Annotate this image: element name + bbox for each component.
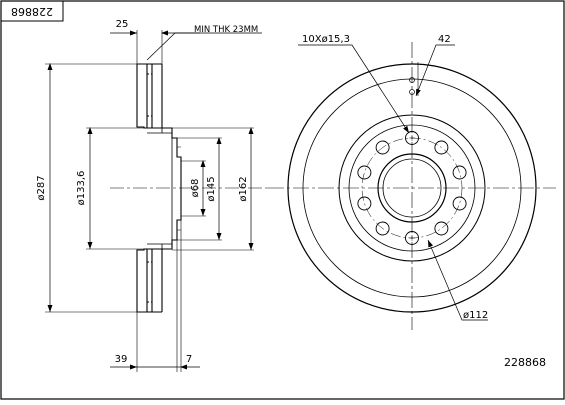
- bolt-hole: [375, 140, 390, 155]
- side-section-view: [45, 30, 270, 372]
- outer-friction-plate-top: [136, 63, 148, 129]
- dim-diameter-68: ø68: [190, 179, 201, 198]
- bolt-hole: [434, 140, 449, 155]
- friction-ring-inner: [302, 78, 522, 298]
- center-bore-outer: [377, 153, 447, 223]
- side-dimension-labels: 25 MIN THK 23MM ø287 ø133,6 ø68 ø145 ø16…: [36, 19, 258, 365]
- marker-hole-top-1: [409, 77, 415, 83]
- front-view: [268, 42, 556, 330]
- bolt-hole: [452, 165, 467, 180]
- part-number: 228868: [504, 356, 546, 369]
- dim-diameter-145: ø145: [206, 176, 217, 201]
- side-dimensions: [47, 30, 262, 370]
- bolt-hole: [452, 196, 467, 211]
- front-dimensions: [298, 44, 488, 321]
- bolt-hole: [405, 231, 419, 245]
- dim-diameter-287: ø287: [36, 175, 47, 200]
- part-number-box-rotated: 228868: [0, 0, 64, 22]
- outer-friction-plate-bottom: [136, 248, 148, 313]
- dim-width-25: 25: [116, 19, 129, 30]
- front-dimension-labels: 10Xø15,3 42 ø112: [302, 34, 488, 321]
- bolt-hole: [405, 131, 419, 145]
- bolt-hole: [375, 221, 390, 236]
- center-bore-inner: [382, 158, 442, 218]
- bolt-hole: [357, 196, 372, 211]
- hat-step: [348, 124, 476, 252]
- hub-hat-outline: [144, 127, 182, 250]
- dim-pcd-112: ø112: [463, 310, 488, 321]
- part-number-rotated: 228868: [11, 5, 53, 18]
- hat-outer-edge: [338, 114, 486, 262]
- dim-diameter-162: ø162: [238, 176, 249, 201]
- inner-friction-plate-bottom: [151, 248, 163, 312]
- dim-angle-42: 42: [438, 34, 451, 45]
- bolt-hole-center-marks: [409, 135, 415, 241]
- dim-thickness-7: 7: [186, 354, 192, 365]
- marker-hole-top-2: [409, 89, 415, 95]
- min-thickness-note: MIN THK 23MM: [194, 25, 258, 35]
- dim-diameter-133-6: ø133,6: [76, 171, 87, 206]
- bolt-hole: [434, 221, 449, 236]
- bolt-holes: [357, 131, 467, 245]
- bolt-hole: [357, 165, 372, 180]
- bolt-hole-callout: 10Xø15,3: [302, 34, 350, 45]
- inner-friction-plate-top: [151, 64, 163, 129]
- dim-offset-39: 39: [115, 354, 128, 365]
- disc-outer-edge: [287, 63, 537, 313]
